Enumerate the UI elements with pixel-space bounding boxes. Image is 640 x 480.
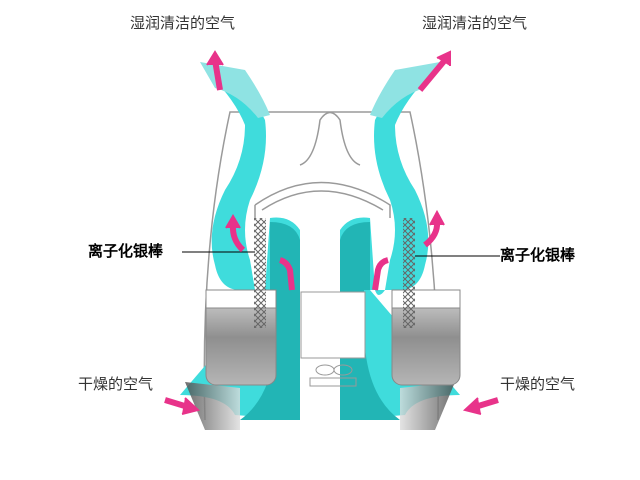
label-rod-right: 离子化银棒 bbox=[500, 246, 576, 264]
center-compartment bbox=[300, 291, 366, 359]
inlet-right bbox=[400, 382, 455, 430]
fan-icon bbox=[309, 364, 357, 387]
silver-ion-rod-left bbox=[254, 218, 266, 328]
inlet-left bbox=[185, 382, 240, 430]
label-inlet-left: 干燥的空气 bbox=[78, 375, 154, 393]
outlet-plume-right bbox=[370, 62, 440, 118]
airflow-right bbox=[340, 70, 460, 420]
silver-ion-rod-right bbox=[403, 218, 415, 328]
outlet-plume-left bbox=[200, 62, 270, 118]
label-outlet-left: 湿润清洁的空气 bbox=[130, 14, 236, 32]
label-inlet-right: 干燥的空气 bbox=[500, 375, 576, 393]
label-outlet-right: 湿润清洁的空气 bbox=[422, 14, 528, 32]
arrow-icons bbox=[164, 50, 499, 415]
label-rod-left: 离子化银棒 bbox=[88, 242, 164, 260]
